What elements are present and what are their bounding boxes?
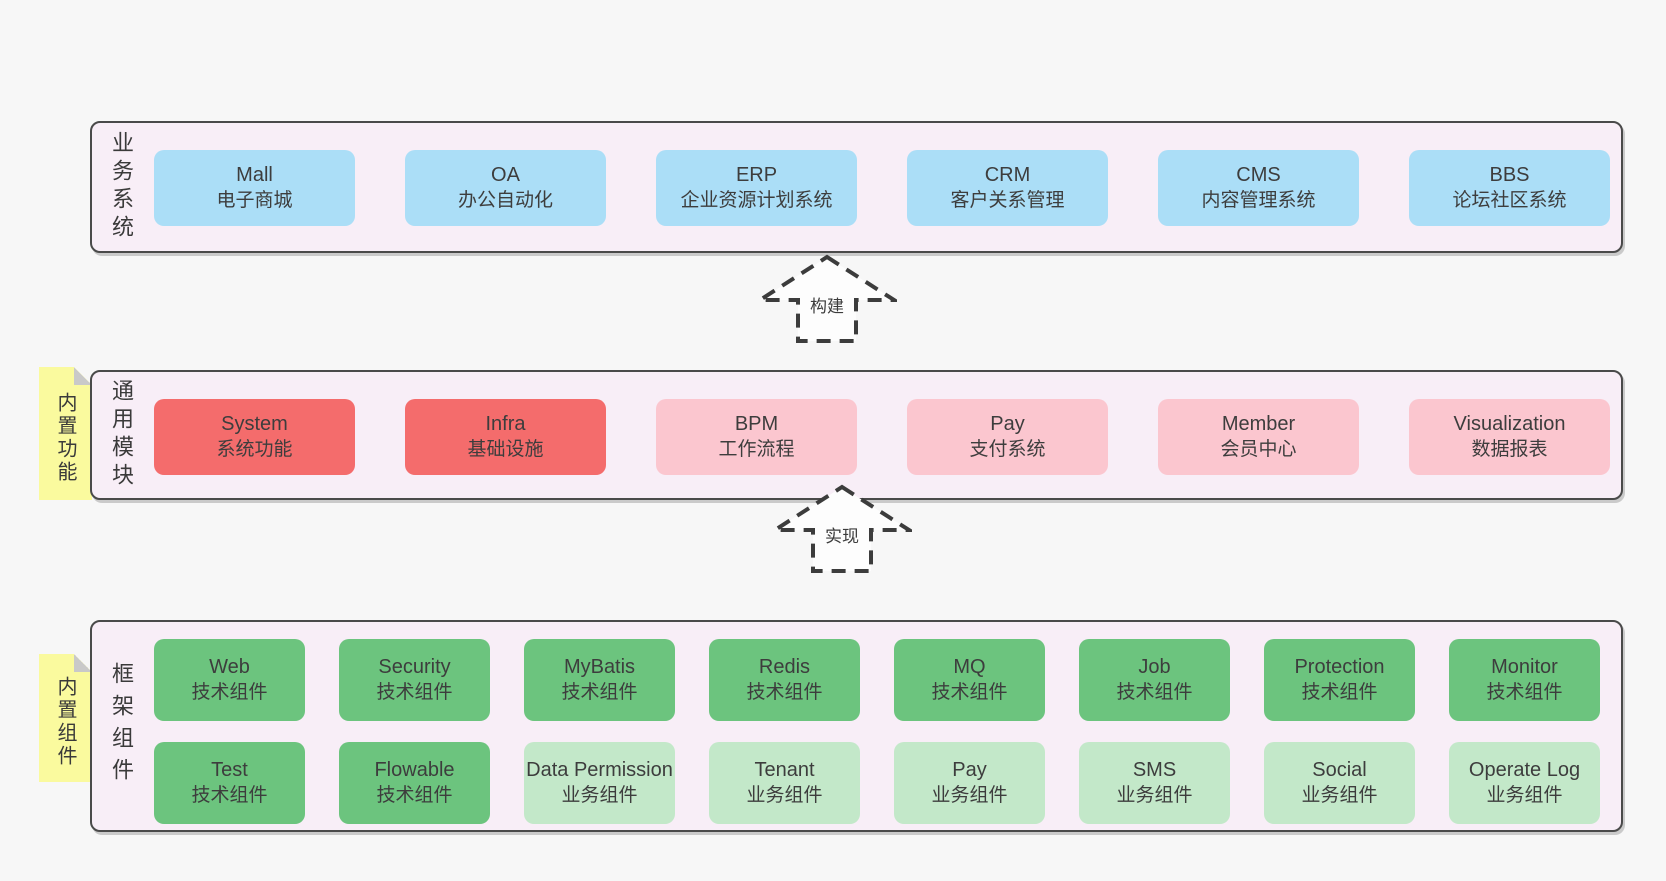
box-mybatis: MyBatis 技术组件 (524, 639, 675, 721)
modules-boxes-row: System 系统功能 Infra 基础设施 BPM 工作流程 Pay 支付系统… (154, 399, 1621, 475)
box-member: Member 会员中心 (1158, 399, 1359, 475)
box-security: Security 技术组件 (339, 639, 490, 721)
framework-boxes-row-2: Test 技术组件 Flowable 技术组件 Data Permission … (154, 742, 1621, 824)
box-tenant: Tenant 业务组件 (709, 742, 860, 824)
box-data-permission: Data Permission 业务组件 (524, 742, 675, 824)
box-system: System 系统功能 (154, 399, 355, 475)
framework-boxes-row-1: Web 技术组件 Security 技术组件 MyBatis 技术组件 Redi… (154, 639, 1621, 721)
business-boxes-row: Mall 电子商城 OA 办公自动化 ERP 企业资源计划系统 CRM 客户关系… (154, 150, 1621, 226)
section-label: 业务系统 (109, 131, 134, 243)
box-test: Test 技术组件 (154, 742, 305, 824)
box-web: Web 技术组件 (154, 639, 305, 721)
box-redis: Redis 技术组件 (709, 639, 860, 721)
box-sms: SMS 业务组件 (1079, 742, 1230, 824)
box-infra: Infra 基础设施 (405, 399, 606, 475)
section-framework-components: 框架组件 Web 技术组件 Security 技术组件 MyBatis 技术组件… (90, 620, 1623, 832)
box-social: Social 业务组件 (1264, 742, 1415, 824)
box-operate-log: Operate Log 业务组件 (1449, 742, 1600, 824)
box-pay-module: Pay 支付系统 (907, 399, 1108, 475)
arrow-implement: 实现 (772, 484, 912, 574)
up-block-arrow-icon: 构建 (757, 254, 897, 343)
arrow-build: 构建 (757, 254, 897, 344)
box-bpm: BPM 工作流程 (656, 399, 857, 475)
section-label: 通用模块 (109, 379, 134, 491)
box-flowable: Flowable 技术组件 (339, 742, 490, 824)
box-mall: Mall 电子商城 (154, 150, 355, 226)
up-block-arrow-icon: 实现 (772, 484, 912, 573)
sticky-note-builtin-components: 内置组件 (39, 654, 92, 782)
box-job: Job 技术组件 (1079, 639, 1230, 721)
box-visualization: Visualization 数据报表 (1409, 399, 1610, 475)
sticky-note-builtin-features: 内置功能 (39, 367, 92, 500)
sticky-note-text: 内置组件 (54, 676, 76, 768)
sticky-note-text: 内置功能 (54, 391, 76, 484)
box-cms: CMS 内容管理系统 (1158, 150, 1359, 226)
arrow-label: 实现 (825, 527, 859, 546)
box-bbs: BBS 论坛社区系统 (1409, 150, 1610, 226)
section-label: 框架组件 (109, 662, 134, 790)
section-business-systems: 业务系统 Mall 电子商城 OA 办公自动化 ERP 企业资源计划系统 CRM… (90, 121, 1623, 253)
box-mq: MQ 技术组件 (894, 639, 1045, 721)
arrow-label: 构建 (810, 297, 844, 316)
box-protection: Protection 技术组件 (1264, 639, 1415, 721)
box-pay-component: Pay 业务组件 (894, 742, 1045, 824)
box-monitor: Monitor 技术组件 (1449, 639, 1600, 721)
box-erp: ERP 企业资源计划系统 (656, 150, 857, 226)
section-common-modules: 通用模块 System 系统功能 Infra 基础设施 BPM 工作流程 Pay… (90, 370, 1623, 500)
box-crm: CRM 客户关系管理 (907, 150, 1108, 226)
box-oa: OA 办公自动化 (405, 150, 606, 226)
